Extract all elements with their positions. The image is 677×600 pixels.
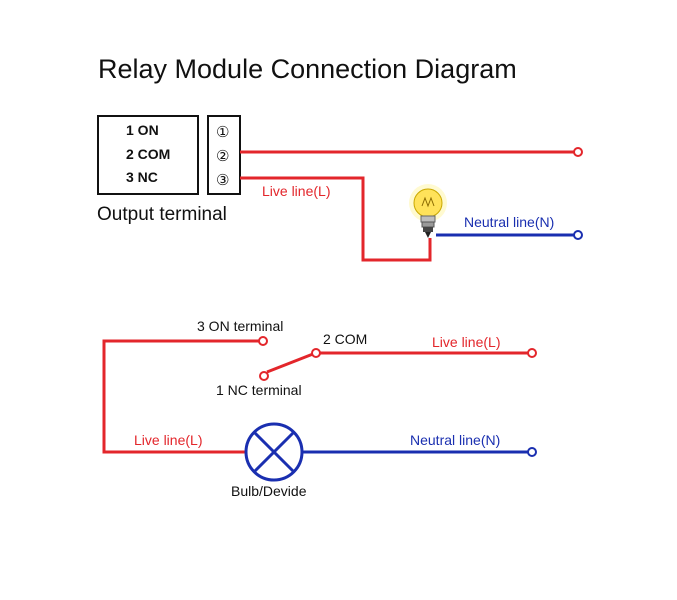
- on-contact: [258, 336, 268, 346]
- terminal-number-1: ①: [216, 123, 229, 141]
- top-neutral-end-terminal: [573, 230, 583, 240]
- com-live-end-terminal: [573, 147, 583, 157]
- bottom-com-end-terminal: [527, 348, 537, 358]
- lamp-symbol-icon: [244, 422, 304, 482]
- nc-terminal-label: 1 NC terminal: [216, 382, 302, 398]
- bottom-on-live-wire: [102, 339, 259, 454]
- terminal-number-3: ③: [216, 171, 229, 189]
- terminal-label-com: 2 COM: [126, 146, 170, 162]
- bulb-device-label: Bulb/Devide: [231, 483, 307, 499]
- com-label: 2 COM: [323, 331, 367, 347]
- top-neutral-line-label: Neutral line(N): [464, 214, 554, 230]
- nc-contact: [259, 371, 269, 381]
- bottom-right-live-line-label: Live line(L): [432, 334, 500, 350]
- terminal-number-2: ②: [216, 147, 229, 165]
- light-bulb-icon: [409, 184, 447, 238]
- terminal-number-box: [207, 115, 241, 195]
- output-terminal-label: Output terminal: [97, 204, 227, 225]
- nc-live-wire: [240, 176, 432, 262]
- top-live-line-label: Live line(L): [262, 183, 330, 199]
- switch-arm: [266, 352, 314, 374]
- terminal-label-box: [97, 115, 199, 195]
- terminal-label-on: 1 ON: [126, 122, 159, 138]
- com-contact: [311, 348, 321, 358]
- bottom-neutral-end-terminal: [527, 447, 537, 457]
- bottom-neutral-line-label: Neutral line(N): [410, 432, 500, 448]
- terminal-label-nc: 3 NC: [126, 169, 158, 185]
- on-terminal-label: 3 ON terminal: [197, 318, 283, 334]
- bottom-left-live-line-label: Live line(L): [134, 432, 202, 448]
- diagram-title: Relay Module Connection Diagram: [98, 54, 517, 84]
